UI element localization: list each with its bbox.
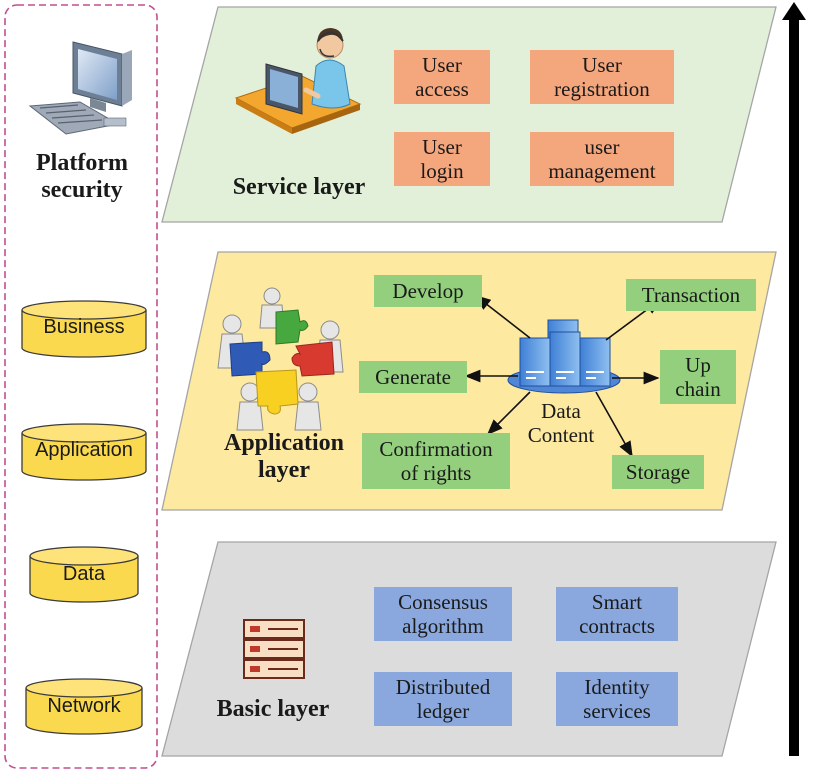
smart-contracts-box: Smart contracts bbox=[556, 587, 678, 641]
server-cluster-icon bbox=[507, 319, 621, 394]
arrow-to-develop bbox=[474, 295, 531, 339]
distributed-ledger-box: Distributed ledger bbox=[374, 672, 512, 726]
user-management-box: user management bbox=[530, 132, 674, 186]
data-content-label: Data Content bbox=[527, 399, 595, 447]
generate-box: Generate bbox=[359, 361, 467, 393]
data-flow-arrows bbox=[464, 295, 662, 458]
cylinder-data bbox=[29, 546, 139, 603]
cylinder-label-network: Network bbox=[47, 695, 121, 717]
develop-box: Develop bbox=[374, 275, 482, 307]
consensus-algorithm-box: Consensus algorithm bbox=[374, 587, 512, 641]
arrow-to-confirmation bbox=[486, 391, 531, 436]
cylinder-label-business: Business bbox=[43, 316, 125, 338]
cylinder-label-application: Application bbox=[35, 439, 133, 461]
up-chain-box: Up chain bbox=[660, 350, 736, 404]
user-access-box: User access bbox=[394, 50, 490, 104]
identity-services-box: Identity services bbox=[556, 672, 678, 726]
platform-security-label: Platform security bbox=[36, 150, 128, 203]
basic-layer-title: Basic layer bbox=[216, 696, 330, 722]
storage-box: Storage bbox=[612, 455, 704, 489]
service-layer-title: Service layer bbox=[232, 174, 366, 200]
operator-icon bbox=[234, 28, 362, 134]
cylinder-business bbox=[21, 300, 147, 358]
cylinder-label-data: Data bbox=[62, 563, 106, 585]
upward-arrow bbox=[782, 2, 806, 756]
transaction-box: Transaction bbox=[626, 279, 756, 311]
application-layer-title: Application layer bbox=[223, 430, 345, 483]
server-rack-icon bbox=[243, 619, 305, 679]
cylinder-application bbox=[21, 423, 147, 481]
arrow-to-storage bbox=[595, 391, 633, 458]
cylinder-network bbox=[25, 678, 143, 735]
platform-security-container bbox=[4, 4, 158, 769]
confirmation-of-rights-box: Confirmation of rights bbox=[362, 433, 510, 489]
puzzle-team-icon bbox=[217, 287, 344, 431]
user-registration-box: User registration bbox=[530, 50, 674, 104]
computer-icon bbox=[28, 41, 132, 135]
user-login-box: User login bbox=[394, 132, 490, 186]
